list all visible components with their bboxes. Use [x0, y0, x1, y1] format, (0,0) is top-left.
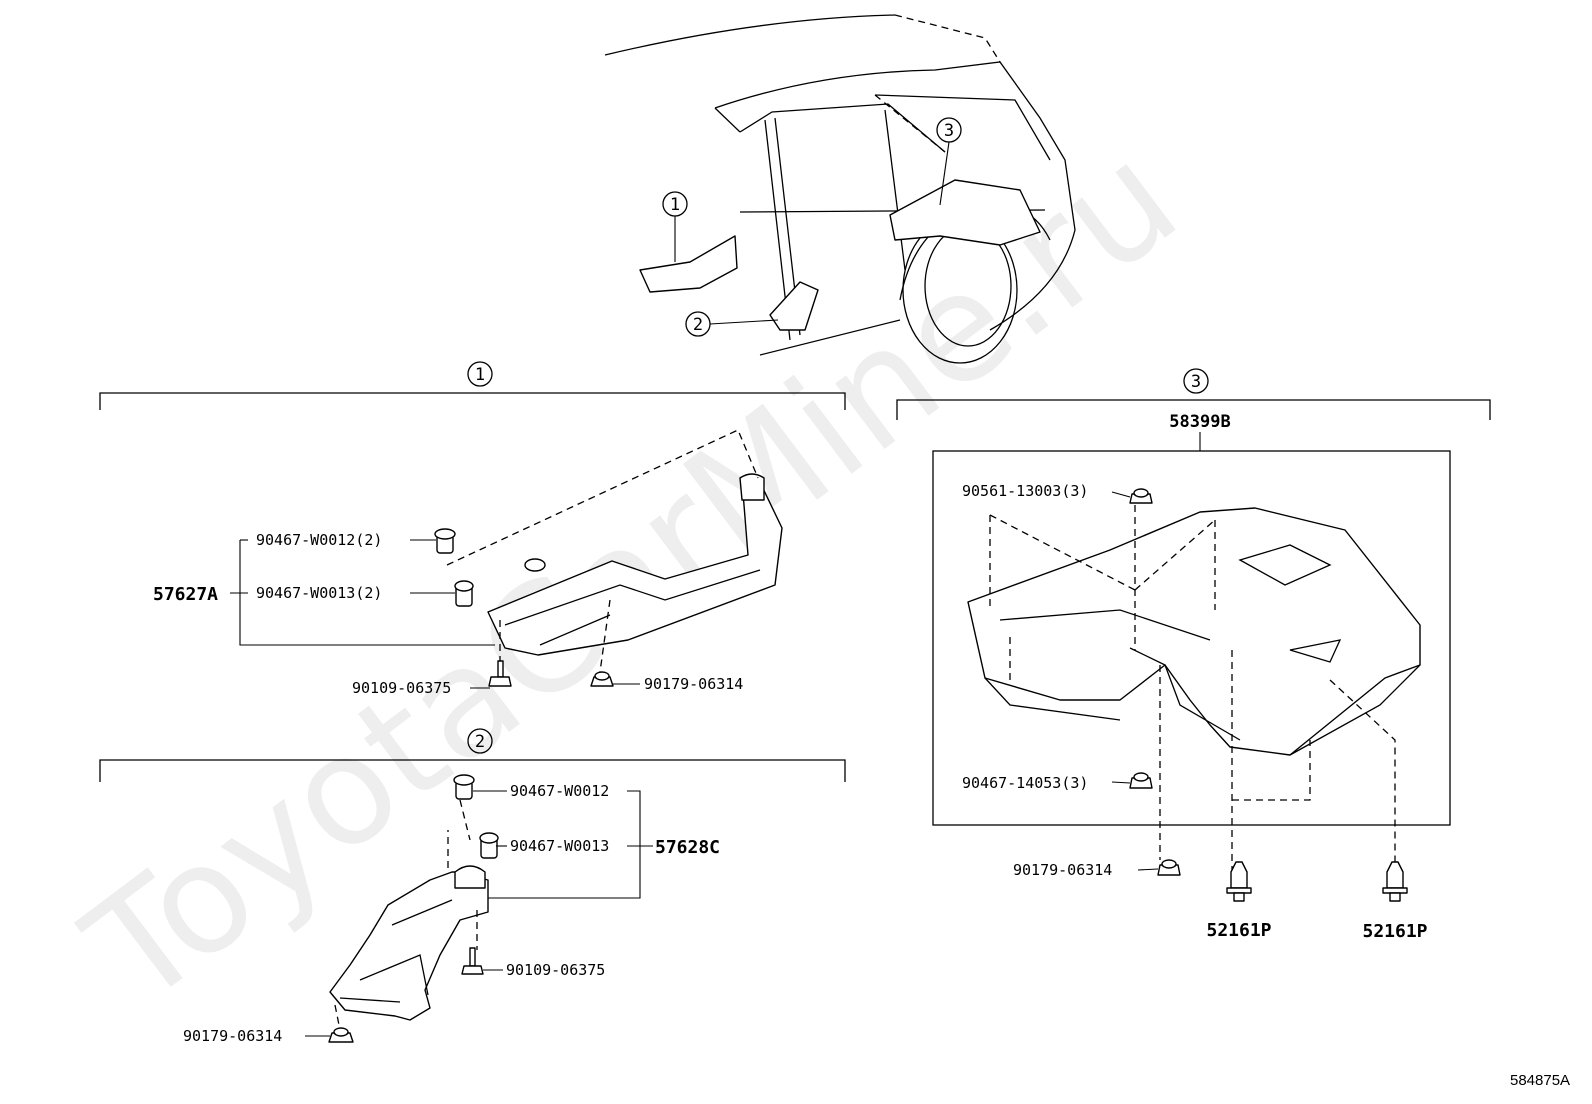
section-2-bolt — [461, 947, 484, 975]
section-3-fastener-left-label: 52161P — [1206, 920, 1271, 941]
section-1-clip-b — [454, 580, 474, 607]
vehicle-overview: 1 2 3 — [604, 14, 1076, 364]
section-2-nut — [328, 1027, 354, 1043]
overview-callout-2: 2 — [693, 315, 703, 335]
section-3-fastener-right — [1382, 861, 1408, 902]
section-2-number: 2 — [475, 732, 485, 752]
section-1-clip-a-label: 90467-W0012(2) — [256, 531, 382, 549]
section-3-detail-frame — [932, 450, 1451, 826]
section-3-fastener-right-label: 52161P — [1362, 921, 1427, 942]
section-1-assembly-label: 57627A — [153, 584, 218, 605]
diagram-code: 584875A — [1510, 1072, 1570, 1089]
section-3-nut-top-label: 90561-13003(3) — [962, 482, 1088, 500]
section-2-clip-b — [479, 832, 499, 859]
section-1-bracket — [99, 392, 846, 410]
section-3-clip — [1129, 772, 1153, 789]
section-3-clip-label: 90467-14053(3) — [962, 774, 1088, 792]
section-2: 2 — [99, 728, 846, 1045]
section-1-bolt — [488, 660, 512, 687]
section-2-assembly-label: 57628C — [655, 837, 720, 858]
section-3-fastener-left — [1226, 861, 1252, 902]
section-2-clip-a-label: 90467-W0012 — [510, 782, 609, 800]
section-2-part-shape — [329, 871, 489, 1021]
section-3-nut-bottom — [1157, 859, 1181, 876]
section-1: 1 — [99, 361, 846, 697]
section-1-nut — [590, 671, 614, 687]
section-3: 3 58399B — [896, 368, 1491, 942]
section-2-bracket — [99, 759, 846, 782]
section-1-part-shape — [487, 477, 783, 656]
section-1-bolt-label: 90109-06375 — [352, 679, 451, 697]
section-1-clip-a — [434, 528, 456, 554]
section-2-clip-b-label: 90467-W0013 — [510, 837, 609, 855]
section-3-assembly-label: 58399B — [1169, 412, 1230, 432]
overview-callout-1: 1 — [670, 195, 680, 215]
overview-callout-3: 3 — [944, 121, 954, 141]
section-3-undercover-shape — [967, 507, 1421, 756]
section-2-bolt-label: 90109-06375 — [506, 961, 605, 979]
section-3-nut-top — [1129, 488, 1153, 504]
section-1-clip-b-label: 90467-W0013(2) — [256, 584, 382, 602]
section-2-clip-a — [453, 774, 475, 800]
section-2-nut-label: 90179-06314 — [183, 1027, 282, 1045]
section-3-number: 3 — [1191, 372, 1201, 392]
section-1-number: 1 — [475, 365, 485, 385]
section-3-bracket — [896, 399, 1491, 420]
section-1-nut-label: 90179-06314 — [644, 675, 743, 693]
section-3-nut-bottom-label: 90179-06314 — [1013, 861, 1112, 879]
